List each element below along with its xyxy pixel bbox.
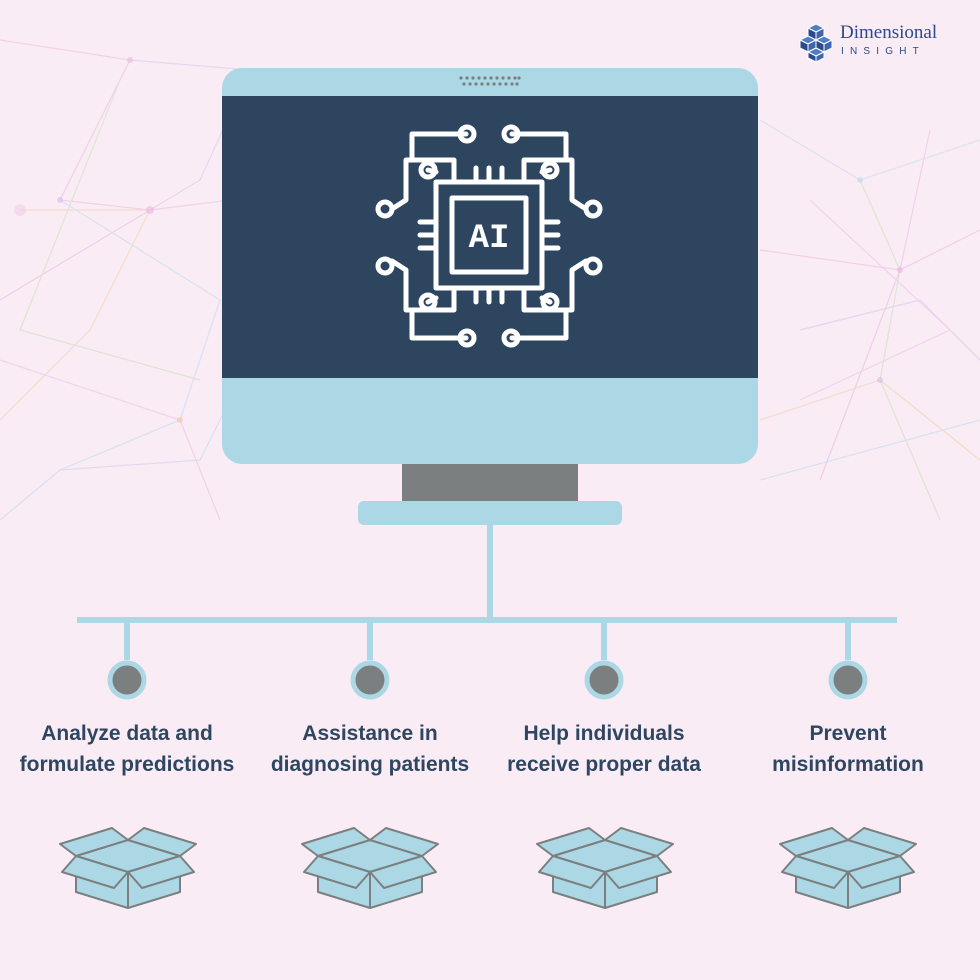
open-box-icon xyxy=(301,827,439,909)
branch-label-4: Prevent misinformation xyxy=(772,722,924,776)
monitor-stand-neck xyxy=(402,460,578,504)
branch-node-3 xyxy=(584,660,624,700)
branch-label-3: Help individuals receive proper data xyxy=(507,722,701,776)
ai-chip-label: AI xyxy=(469,220,510,258)
branch-node-2 xyxy=(350,660,390,700)
branch-node-1 xyxy=(107,660,147,700)
brand-tagline: INSIGHT xyxy=(841,46,925,57)
branch-label-1: Analyze data and formulate predictions xyxy=(19,722,235,776)
tree-connectors xyxy=(77,525,897,660)
brand-name: Dimensional xyxy=(840,22,938,43)
monitor-stand-base xyxy=(358,501,622,525)
stacked-cubes-logo-icon xyxy=(798,23,834,62)
open-box-icon xyxy=(59,827,197,909)
open-box-icon xyxy=(779,827,917,909)
branch-label-2: Assistance in diagnosing patients xyxy=(270,722,470,776)
open-box-icon xyxy=(536,827,674,909)
branch-node-4 xyxy=(828,660,868,700)
brand-logo: Dimensional INSIGHT xyxy=(794,20,964,64)
monitor-screen xyxy=(222,96,758,378)
speaker-grille xyxy=(459,76,521,86)
ai-chip-icon xyxy=(375,124,603,348)
